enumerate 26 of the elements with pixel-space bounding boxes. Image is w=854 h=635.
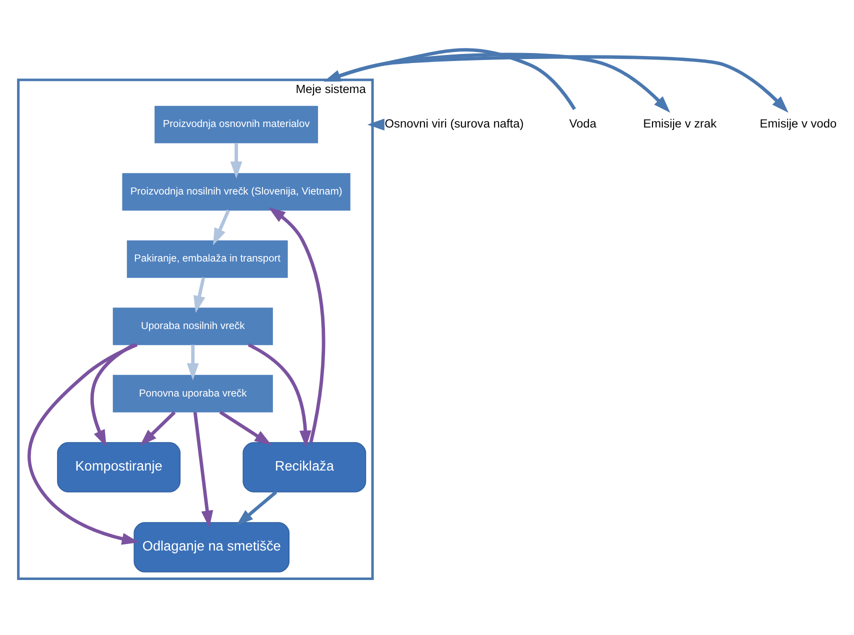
node-text: Emisije v vodo: [760, 116, 837, 131]
node-box: Pakiranje, embalaža in transport: [126, 240, 288, 278]
node-text: Emisije v zrak: [643, 116, 717, 131]
node-box: Ponovna uporaba vrečk: [112, 374, 273, 412]
arrow: [194, 277, 206, 313]
arrow: [268, 207, 326, 443]
arrow: [324, 48, 576, 110]
node-box: Uporaba nosilnih vrečk: [112, 308, 273, 346]
node-box: Reciklaža: [242, 442, 366, 492]
arrow: [230, 143, 242, 179]
arrow: [367, 118, 384, 131]
arrow: [213, 210, 230, 246]
node-box: Proizvodnja osnovnih materialov: [154, 106, 318, 144]
arrow: [186, 344, 199, 380]
arrow: [248, 343, 312, 448]
node-text: Osnovni viri (surova nafta): [384, 116, 524, 131]
arrow: [90, 343, 136, 448]
arrow: [236, 490, 278, 526]
node-box: Odlaganje na smetišče: [134, 522, 290, 572]
arrow: [28, 343, 139, 545]
node-box: Proizvodnja nosilnih vrečk (Slovenija, Vietnam): [122, 173, 350, 211]
arrow: [219, 410, 272, 446]
arrow: [193, 412, 214, 528]
node-box: Kompostiranje: [57, 442, 181, 492]
arrow: [140, 411, 176, 446]
node-text: Voda: [569, 116, 596, 131]
